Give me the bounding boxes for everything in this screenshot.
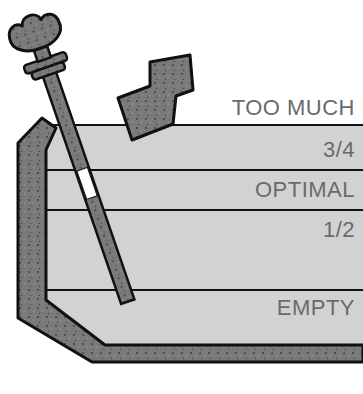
level-label: 3/4	[323, 138, 355, 162]
level-label: OPTIMAL	[255, 178, 355, 202]
dipstick-washer	[31, 62, 66, 81]
dipstick-rod	[41, 68, 134, 304]
level-label: TOO MUCH	[232, 96, 355, 120]
filler-neck	[118, 55, 193, 140]
level-label: 1/2	[323, 218, 355, 242]
level-line	[46, 169, 363, 171]
oil-fill	[46, 125, 363, 345]
dipstick-handle	[5, 7, 66, 57]
level-line	[40, 124, 363, 126]
dipstick-mark	[77, 167, 97, 199]
dipstick	[5, 7, 153, 310]
level-label: EMPTY	[277, 296, 355, 320]
level-line	[46, 289, 363, 291]
